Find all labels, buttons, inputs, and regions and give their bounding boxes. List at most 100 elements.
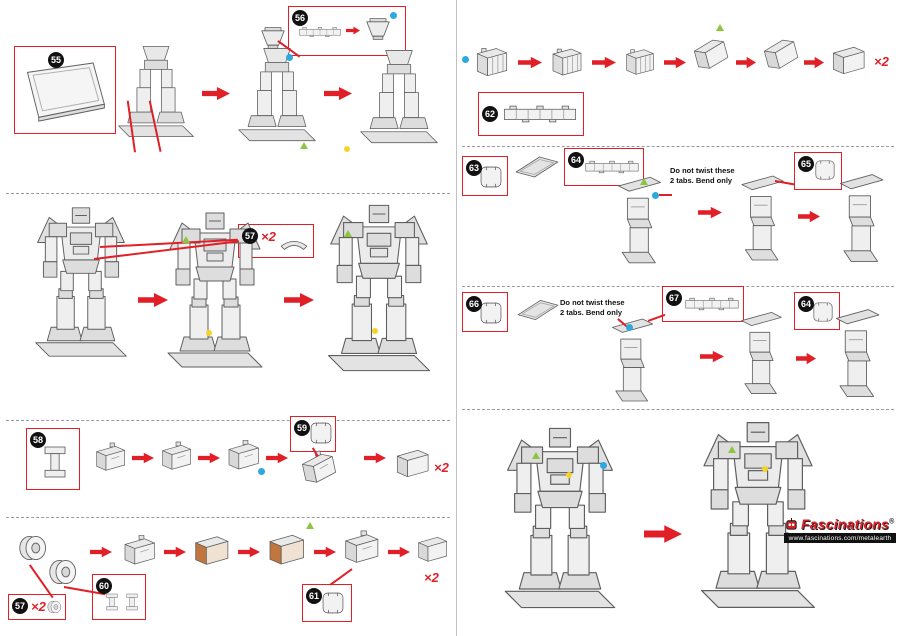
green-triangle-marker: [716, 24, 724, 31]
wheel-part-illustration: [46, 598, 64, 616]
yellow-dot-marker: [762, 466, 768, 472]
flat-part-illustration: [40, 440, 70, 484]
arrow-right-icon: [198, 452, 220, 464]
part-illustration: [826, 34, 870, 84]
step-badge-64: 64: [798, 296, 814, 312]
part-illustration: [262, 526, 310, 570]
column-divider: [456, 0, 457, 636]
base-plate-illustration: [20, 58, 110, 128]
robot-illustration: [692, 412, 824, 618]
brand-text: Fascinations: [801, 516, 889, 532]
step-badge-57: 57: [12, 598, 28, 614]
section-divider: [6, 517, 450, 518]
arrow-right-icon: [266, 452, 288, 464]
part-illustration: [470, 36, 514, 86]
green-triangle-marker: [306, 522, 314, 529]
arrow-right-icon: [164, 546, 186, 558]
blue-dot-marker: [286, 54, 293, 61]
arrow-right-icon: [138, 292, 168, 308]
step-badge-62: 62: [482, 106, 498, 122]
quantity-label: ×2: [261, 229, 276, 244]
arrow-right-icon: [132, 452, 154, 464]
brand-name: Fascinations®: [801, 516, 894, 532]
step-badge-65: 65: [798, 156, 814, 172]
leader-line: [329, 568, 353, 586]
robot-illustration: [320, 196, 438, 380]
arrow-right-icon: [664, 56, 686, 69]
step-badge-64: 64: [568, 152, 584, 168]
part-illustration: [156, 438, 196, 474]
flat-part-illustration: [124, 590, 140, 614]
arrow-right-icon: [346, 26, 360, 35]
registered-mark: ®: [888, 518, 895, 526]
leg-assembly-illustration: [824, 304, 886, 402]
part-illustration: [546, 36, 588, 86]
section-divider: [462, 409, 894, 410]
wheel-part-illustration: [46, 556, 82, 588]
yellow-dot-marker: [566, 472, 572, 478]
robot-illustration: [28, 198, 134, 366]
yellow-dot-marker: [206, 330, 212, 336]
blue-dot-marker: [626, 324, 633, 331]
bracket-part-illustration: [278, 234, 310, 252]
panel-part-illustration: [320, 590, 346, 616]
section-divider: [6, 420, 450, 421]
leg-assembly-illustration: [828, 168, 890, 268]
fascinations-logo: Fascinations® www.fascinations.com/metal…: [784, 516, 896, 543]
arrow-right-icon: [284, 292, 314, 308]
blue-dot-marker: [390, 12, 397, 19]
step-badge-58: 58: [30, 432, 46, 448]
arrow-right-icon: [798, 210, 820, 223]
logo-row: Fascinations®: [784, 516, 896, 532]
step-badge-57: 57: [242, 228, 258, 244]
part-illustration: [752, 23, 807, 83]
quantity-label: ×2: [31, 599, 46, 614]
twist-warning-note: Do not twist these 2 tabs. Bend only: [670, 166, 735, 185]
step-badge-59: 59: [294, 420, 310, 436]
step-badge-63: 63: [466, 160, 482, 176]
quantity-label: ×2: [424, 570, 439, 585]
part-illustration: [293, 444, 344, 490]
part-illustration: [118, 532, 160, 568]
part-illustration: [188, 528, 234, 570]
step-badge-66: 66: [466, 296, 482, 312]
green-triangle-marker: [532, 452, 540, 459]
quantity-label: ×2: [434, 460, 449, 475]
green-triangle-marker: [182, 236, 190, 243]
section-divider: [462, 146, 894, 147]
panel-part-illustration: [308, 420, 334, 446]
arrow-right-icon: [314, 546, 336, 558]
part-illustration: [90, 440, 130, 474]
step-badge-61: 61: [306, 588, 322, 604]
part-illustration: [222, 436, 264, 474]
arrow-right-icon: [90, 546, 112, 558]
arrow-right-icon: [518, 56, 542, 69]
yellow-dot-marker: [344, 146, 350, 152]
logo-robot-icon: [784, 517, 799, 532]
step-badge-67: 67: [666, 290, 682, 306]
robot-legs-illustration: [234, 36, 320, 150]
twist-warning-note: Do not twist these 2 tabs. Bend only: [560, 298, 625, 317]
section-divider: [6, 193, 450, 194]
blue-dot-marker: [462, 56, 469, 63]
leg-assembly-illustration: [730, 306, 788, 400]
arrow-right-icon: [796, 352, 816, 365]
quantity-label: ×2: [874, 54, 889, 69]
part-illustration: [620, 36, 660, 86]
green-triangle-marker: [640, 178, 648, 185]
leader-line: [659, 194, 672, 196]
blue-dot-marker: [652, 192, 659, 199]
arrow-right-icon: [804, 56, 824, 69]
green-triangle-marker: [344, 230, 352, 237]
part-illustration: [338, 526, 384, 568]
plate-part-illustration: [514, 296, 562, 324]
arrow-right-icon: [736, 56, 756, 69]
arrow-right-icon: [700, 350, 724, 363]
flat-part-illustration: [298, 22, 342, 42]
strip-part-illustration: [502, 102, 578, 126]
step-badge-60: 60: [96, 578, 112, 594]
robot-illustration: [496, 418, 624, 618]
robot-legs-illustration: [356, 38, 442, 152]
arrow-right-icon: [238, 546, 260, 558]
